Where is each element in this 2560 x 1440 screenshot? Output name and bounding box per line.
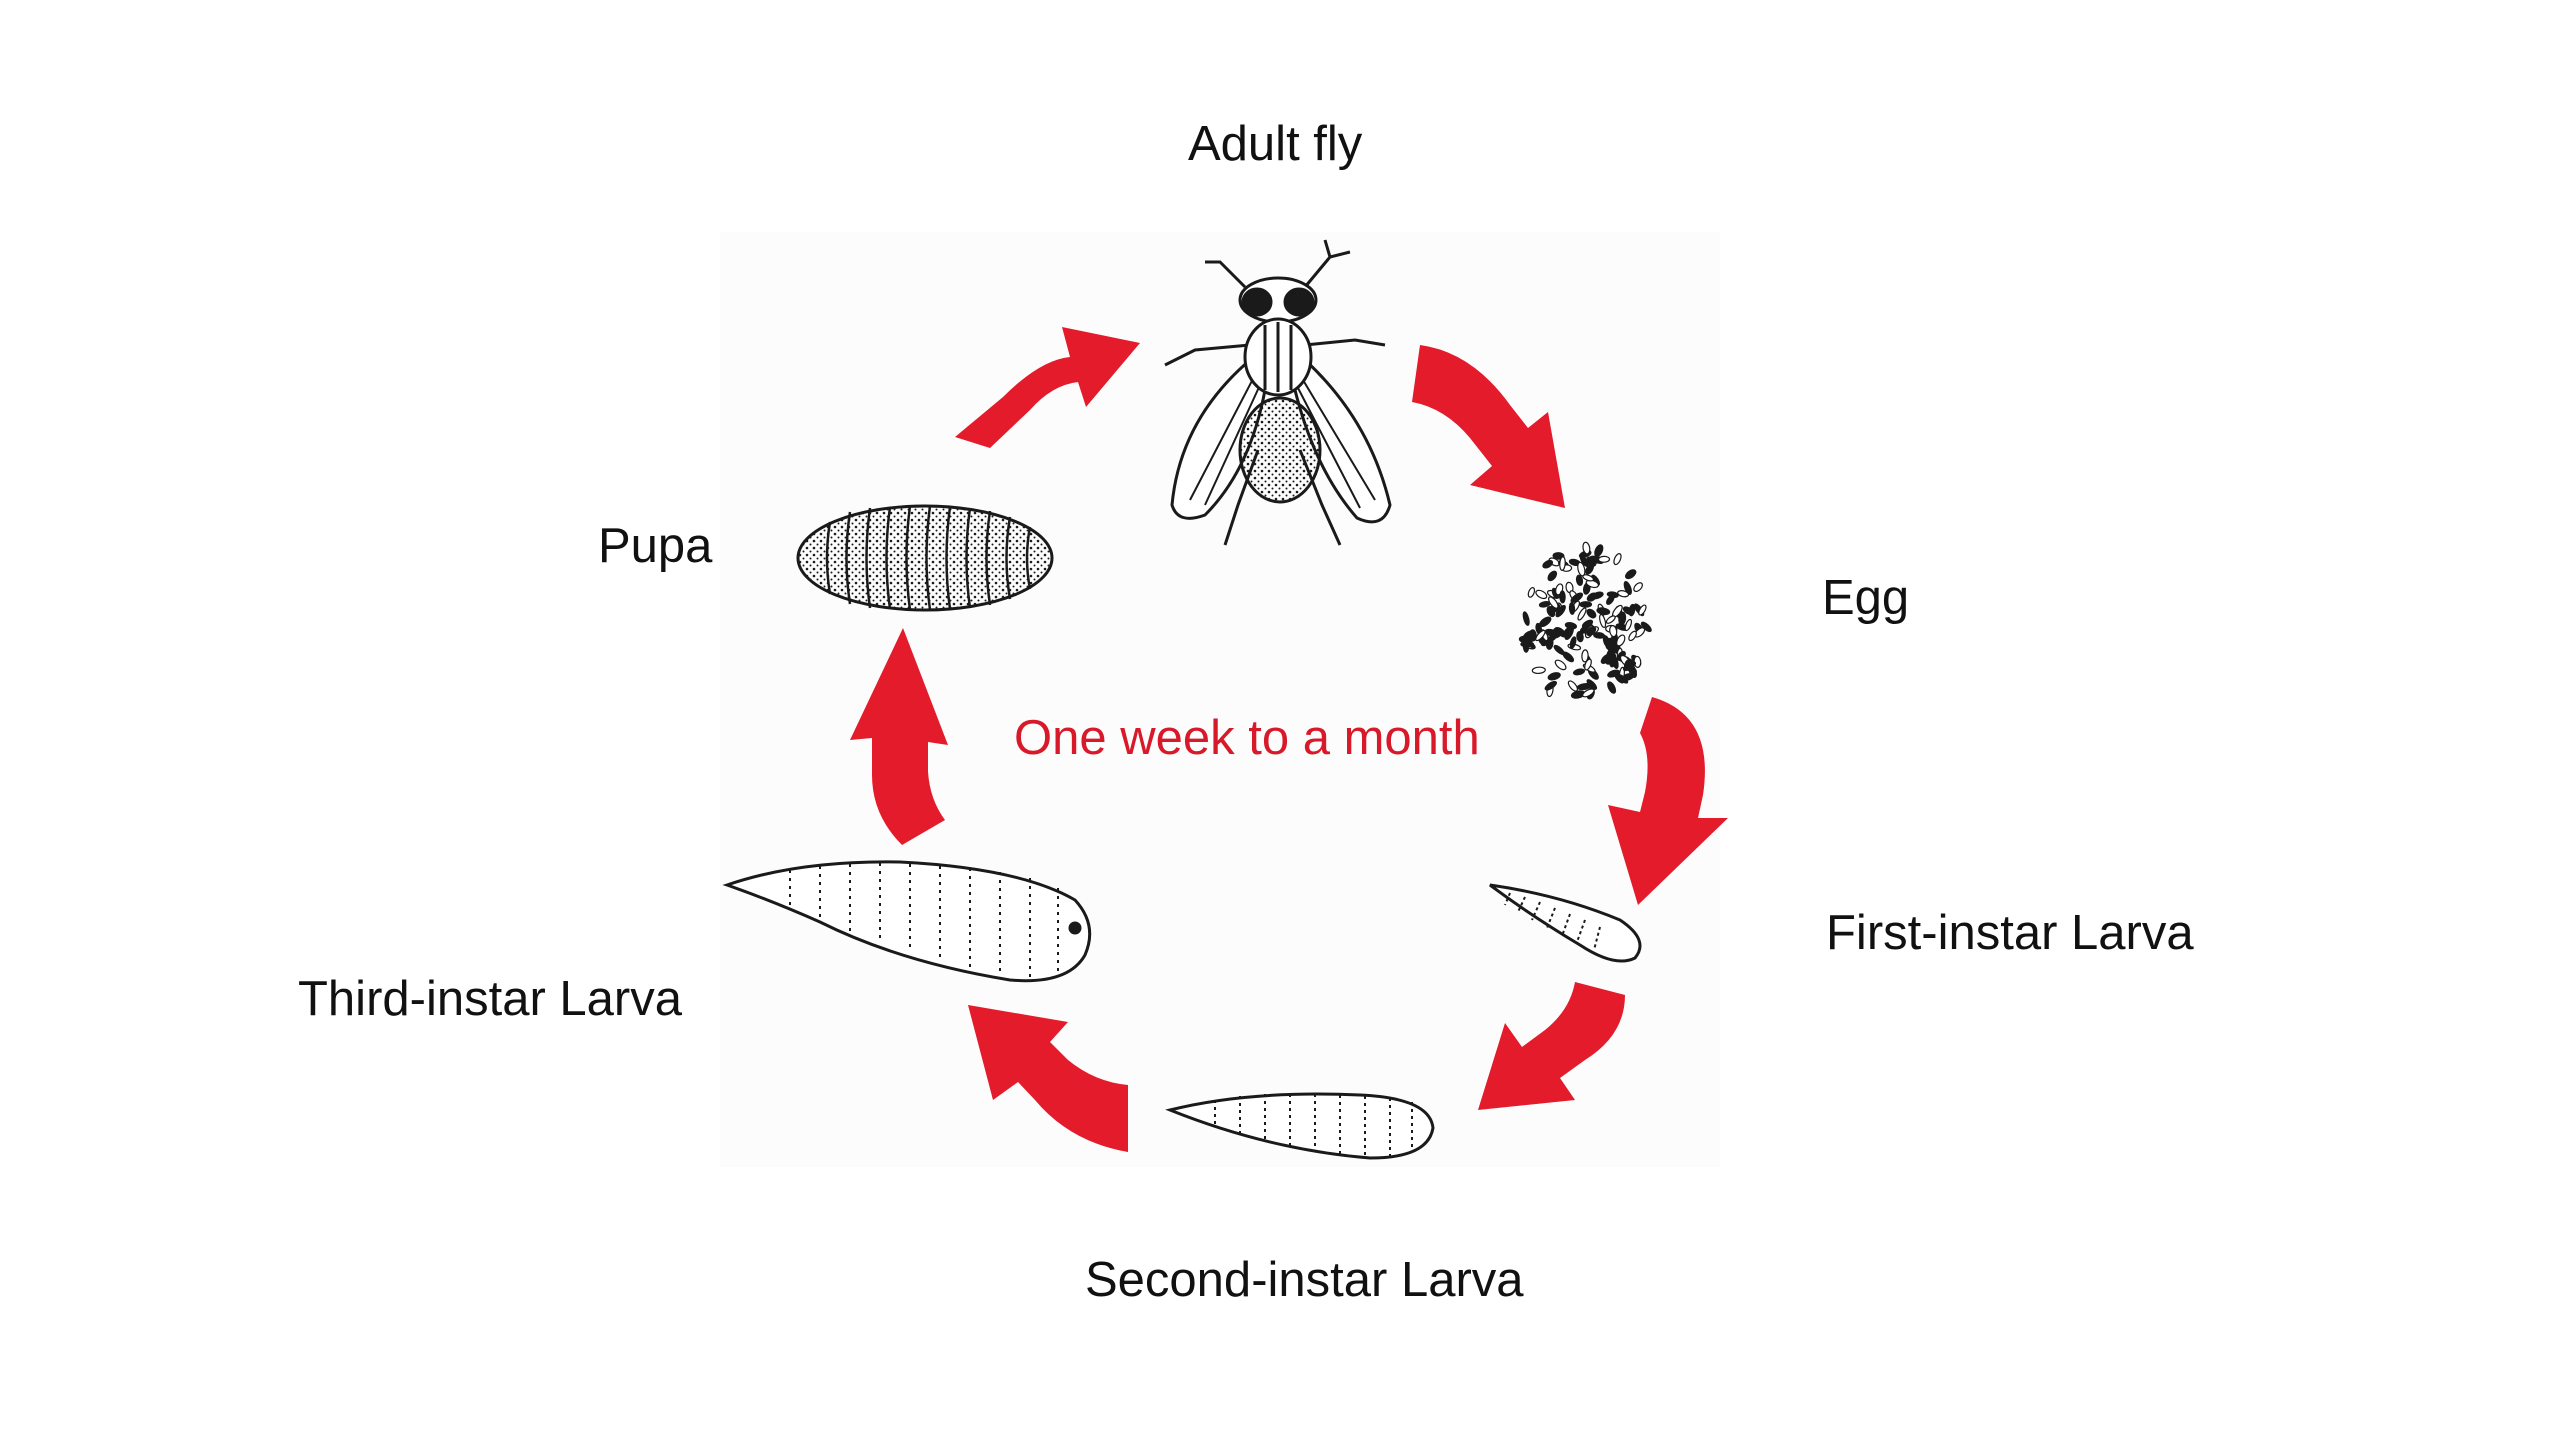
egg (1579, 601, 1593, 608)
label-adult-fly: Adult fly (1188, 117, 1363, 171)
egg (1547, 672, 1561, 681)
egg (1607, 669, 1621, 678)
label-third-instar-larva: Third-instar Larva (298, 972, 682, 1026)
cycle-arrow-third-to-pupa (850, 628, 948, 845)
cycle-arrow-egg-to-first (1608, 697, 1728, 905)
second-instar-larva-illustration (1165, 1092, 1435, 1160)
cycle-arrow-second-to-third (968, 1005, 1128, 1152)
egg (1535, 589, 1548, 600)
egg (1609, 625, 1618, 638)
egg (1623, 581, 1632, 595)
egg (1638, 604, 1647, 616)
egg (1605, 615, 1616, 624)
egg (1544, 680, 1557, 691)
cycle-arrow-first-to-second (1478, 982, 1625, 1110)
egg (1581, 619, 1594, 629)
egg (1570, 592, 1584, 603)
egg (1628, 630, 1637, 642)
egg (1633, 582, 1643, 593)
egg (1599, 613, 1607, 629)
egg (1576, 683, 1592, 691)
pupa-illustration (796, 504, 1054, 612)
egg (1568, 602, 1576, 615)
egg (1542, 559, 1554, 569)
egg (1564, 626, 1574, 640)
egg (1559, 590, 1566, 604)
label-second-instar-larva: Second-instar Larva (1085, 1253, 1524, 1307)
egg (1550, 630, 1563, 639)
egg (1531, 666, 1546, 675)
cycle-arrow-pupa-to-adult (955, 327, 1140, 448)
egg (1628, 664, 1638, 678)
egg (1527, 587, 1536, 598)
egg (1559, 556, 1566, 571)
egg (1617, 590, 1630, 598)
egg (1625, 569, 1637, 580)
egg (1586, 626, 1597, 637)
egg (1613, 553, 1622, 566)
egg (1577, 561, 1586, 577)
egg (1569, 636, 1577, 649)
egg (1628, 603, 1636, 617)
cycle-arrow-adult-to-egg (1412, 345, 1565, 508)
adult-fly-illustration (1164, 239, 1392, 546)
egg (1597, 555, 1611, 563)
egg (1572, 668, 1586, 676)
egg (1535, 629, 1546, 642)
egg (1596, 607, 1611, 616)
label-pupa: Pupa (598, 519, 713, 573)
egg (1586, 592, 1598, 602)
egg (1554, 659, 1567, 671)
egg (1548, 596, 1559, 609)
egg (1624, 618, 1633, 632)
egg (1523, 630, 1536, 640)
egg (1567, 680, 1579, 692)
egg (1586, 608, 1597, 619)
egg (1582, 688, 1595, 698)
egg (1581, 649, 1589, 663)
egg-cluster-illustration (1518, 541, 1652, 700)
egg (1582, 541, 1591, 555)
egg (1576, 630, 1584, 643)
first-instar-larva-illustration (1489, 883, 1642, 963)
label-first-instar-larva: First-instar Larva (1826, 906, 2194, 960)
egg (1520, 641, 1535, 648)
third-instar-larva-illustration (722, 860, 1092, 983)
egg (1553, 644, 1565, 655)
egg (1605, 637, 1618, 645)
egg (1585, 556, 1597, 567)
egg (1600, 653, 1613, 664)
egg (1575, 574, 1584, 586)
egg (1555, 604, 1566, 618)
egg (1618, 611, 1627, 626)
egg (1522, 611, 1530, 626)
cycle-duration-text: One week to a month (1014, 711, 1480, 765)
label-egg: Egg (1822, 571, 1910, 625)
egg (1538, 616, 1552, 628)
egg (1607, 681, 1617, 694)
egg (1640, 621, 1652, 633)
egg (1606, 591, 1619, 599)
egg (1577, 607, 1587, 621)
egg (1547, 570, 1558, 582)
